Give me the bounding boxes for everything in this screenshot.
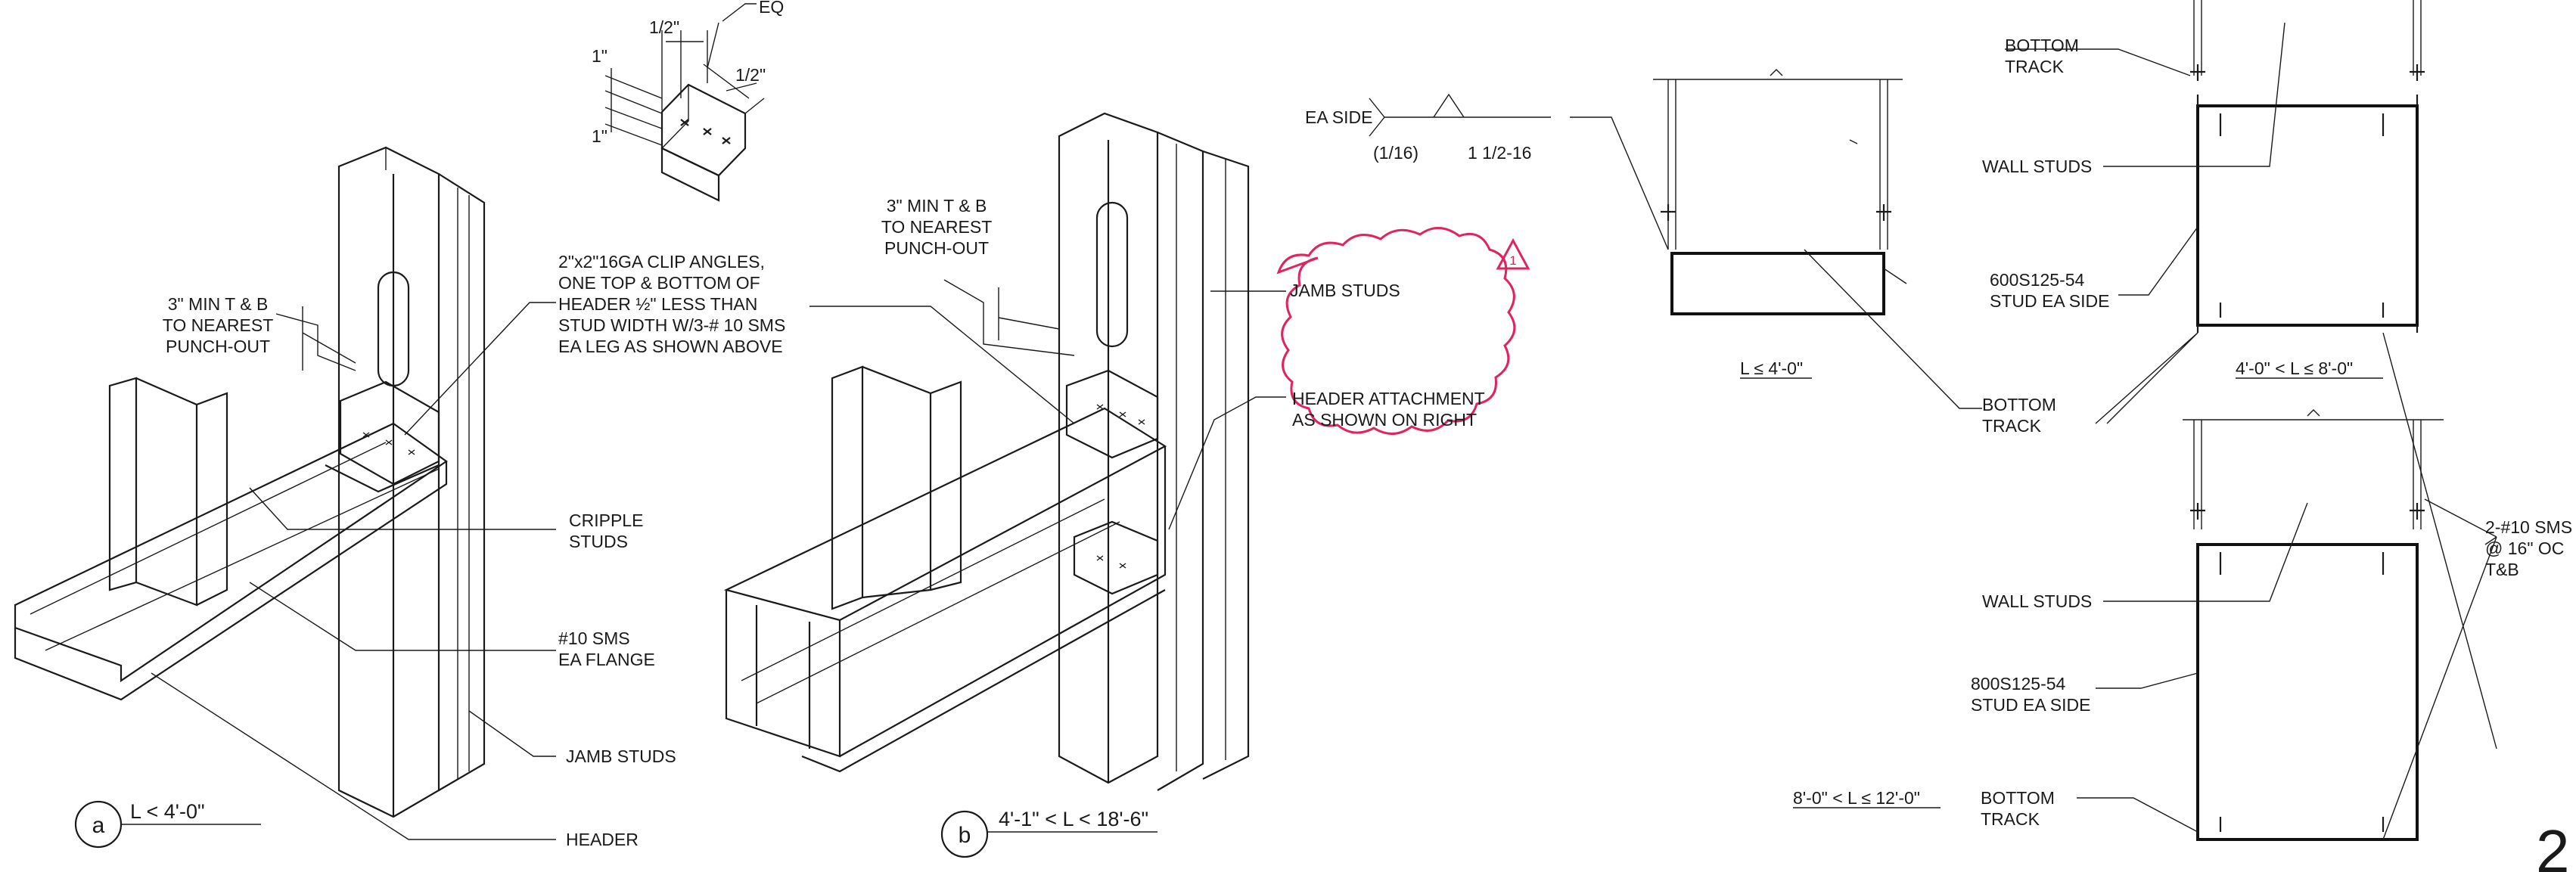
clip-dim-one-top: 1" [592,46,607,66]
section-2: BOTTOM TRACK WALL STUDS 600S125-54 STUD … [1982,0,2497,749]
section-2-bottom-track-1: BOTTOM [2005,36,2079,55]
detail-b-attach-note-1: HEADER ATTACHMENT [1292,389,1485,408]
clip-dim-one-bottom: 1" [592,126,607,146]
section-2-stud-600-1: 600S125-54 [1990,270,2085,290]
detail-b-punchout-note-1: 3" MIN T & B [887,196,987,216]
section-2-stud-600-2: STUD EA SIDE [1990,291,2109,311]
detail-a-punchout-note-1: 3" MIN T & B [168,294,269,314]
detail-a-sms-note-1: #10 SMS [558,628,630,648]
clip-dim-half-right: 1/2" [735,65,766,85]
sms-spacing-note: 2-#10 SMS @ 16" OC T&B 2 [2485,517,2572,872]
clip-angle-detail: 1/2" EQ 1/2" 1" 1" [592,0,784,202]
detail-b-attach-note-2: AS SHOWN ON RIGHT [1292,410,1477,430]
section-2-bottom-track-2: TRACK [2005,57,2065,76]
detail-a-jamb-note: JAMB STUDS [566,746,676,766]
weld-length: 1 1/2-16 [1468,143,1531,163]
detail-b-punchout-note-3: PUNCH-OUT [884,238,989,258]
detail-b-title: 4'-1" < L < 18'-6" [999,808,1148,830]
detail-a-cripple-note-2: STUDS [569,532,628,551]
detail-b-tag-circle [940,810,989,858]
section-3-wall-studs: WALL STUDS [1982,591,2092,611]
weld-size: (1/16) [1373,143,1419,163]
section-3-bottom-track-2: TRACK [1982,416,2042,436]
section-3-stud-800-1: 800S125-54 [1971,674,2066,694]
section-1: L ≤ 4'-0" [1653,69,1982,409]
detail-b-tag: b [959,823,971,848]
detail-b-jamb-note: JAMB STUDS [1290,281,1400,300]
detail-a-header-note: HEADER [566,830,639,849]
sheet-number-fragment: 2 [2536,818,2570,872]
section-1-range: L ≤ 4'-0" [1740,358,1803,378]
detail-a-clip-note-4: STUD WIDTH W/3-# 10 SMS [558,315,785,335]
section-2-range: 4'-0" < L ≤ 8'-0" [2236,358,2353,378]
section-3-stud-800-2: STUD EA SIDE [1971,695,2090,715]
detail-a-clip-note-2: ONE TOP & BOTTOM OF [558,273,760,293]
detail-a-sms-note-2: EA FLANGE [558,650,655,669]
detail-a-punchout-note-2: TO NEAREST [163,315,274,335]
section-3-bottom-track-1: BOTTOM [1982,395,2056,414]
detail-a: 3" MIN T & B TO NEAREST PUNCH-OUT 2"x2"1… [14,146,785,849]
revision-cloud [1276,227,1516,435]
detail-b: 1 3" MIN T & B TO NEAREST PUNCH-OUT JAMB… [723,112,1530,858]
detail-a-punchout-note-3: PUNCH-OUT [166,337,270,356]
detail-a-clip-note-5: EA LEG AS SHOWN ABOVE [558,337,783,356]
detail-a-title: L < 4'-0" [130,800,205,823]
section-3-bottom-track-3a: BOTTOM [1981,788,2055,808]
detail-a-cripple-note-1: CRIPPLE [569,510,643,530]
revision-mark: 1 [1509,253,1516,268]
sms-note-3: T&B [2485,560,2519,579]
section-3: BOTTOM TRACK WALL STUDS 800S125-54 STUD … [1793,395,2497,841]
clip-dim-half-top: 1/2" [649,17,679,37]
detail-b-punchout-note-2: TO NEAREST [881,217,993,237]
detail-a-clip-note-3: HEADER ½" LESS THAN [558,294,757,314]
detail-a-tag: a [92,813,105,838]
weld-side: EA SIDE [1305,107,1372,127]
clip-dim-eq: EQ [759,0,784,17]
sms-note-1: 2-#10 SMS [2485,517,2572,537]
section-2-wall-studs: WALL STUDS [1982,157,2092,176]
weld-symbol: EA SIDE (1/16) 1 1/2-16 [1305,93,1669,250]
section-3-bottom-track-3b: TRACK [1981,809,2040,829]
section-3-range: 8'-0" < L ≤ 12'-0" [1793,788,1920,808]
detail-a-clip-note-1: 2"x2"16GA CLIP ANGLES, [558,252,765,272]
sms-note-2: @ 16" OC [2485,538,2564,558]
